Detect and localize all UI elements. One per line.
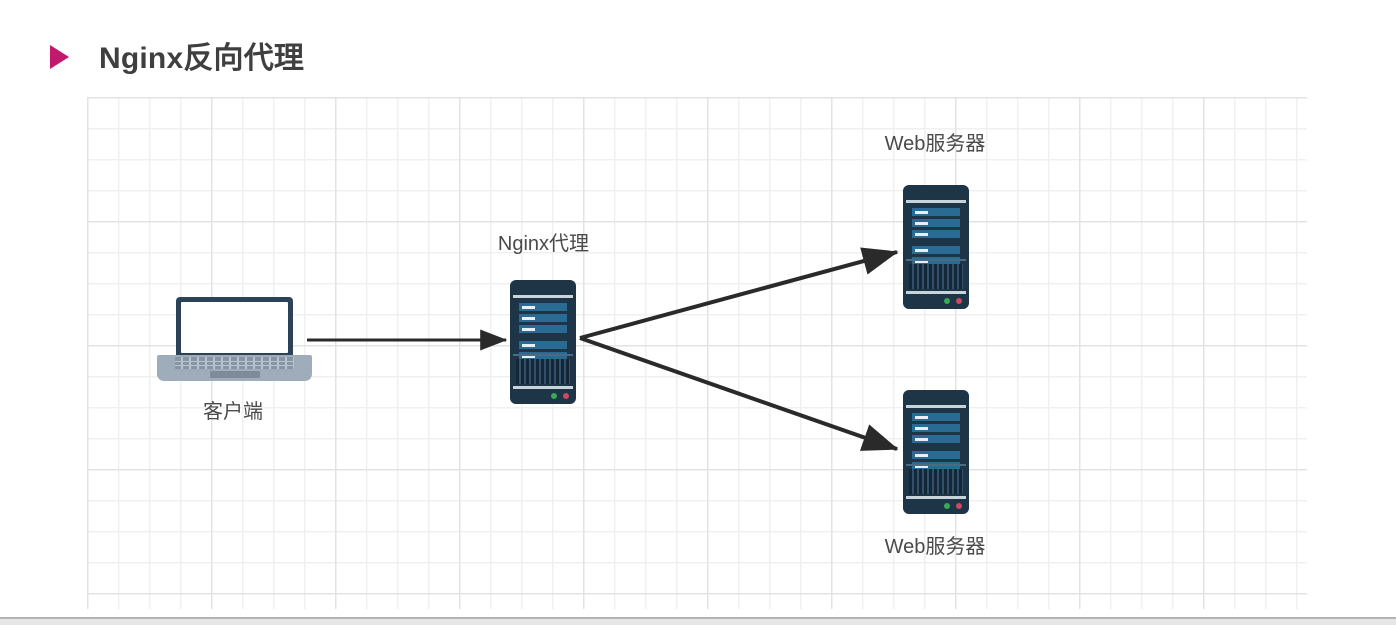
server-drive-bay [912, 424, 960, 432]
server-status-led-ok [551, 393, 557, 399]
node-label-client: 客户端 [203, 401, 263, 423]
page-title: Nginx反向代理 [99, 42, 305, 75]
server-top-strip [906, 405, 966, 408]
laptop-trackpad [210, 371, 260, 378]
server-drive-bay [912, 462, 960, 470]
server-mid-strip [513, 354, 573, 356]
server-drive-bay [519, 352, 567, 360]
server-mid-strip [906, 259, 966, 261]
node-label-web-server-1: Web服务器 [884, 133, 986, 155]
server-status-led-ok [944, 298, 950, 304]
server-vent-grille [909, 469, 963, 494]
node-nginx-proxy[interactable] [510, 280, 576, 404]
server-drive-bay [519, 325, 567, 333]
laptop-key-separator [175, 360, 294, 362]
server-drive-bays [519, 303, 567, 363]
node-label-web-server-2: Web服务器 [884, 536, 986, 558]
node-client[interactable] [157, 297, 312, 387]
slide-header: Nginx反向代理 [0, 0, 1396, 92]
server-drive-bay [912, 435, 960, 443]
server-drive-bay [912, 451, 960, 459]
connection-proxy-to-web1 [579, 247, 899, 340]
diagram-canvas: 客户端 Nginx代理 Web服 [87, 97, 1307, 609]
server-status-led-alert [956, 298, 962, 304]
server-mid-strip [906, 464, 966, 466]
server-drive-bay [912, 219, 960, 227]
server-lower-strip [906, 291, 966, 294]
server-drive-bay [912, 413, 960, 421]
node-web-server-1[interactable] [903, 185, 969, 309]
triangle-right-icon [50, 45, 69, 69]
laptop-lid-icon [176, 297, 293, 357]
server-top-strip [906, 200, 966, 203]
server-status-led-alert [563, 393, 569, 399]
bottom-divider [0, 617, 1396, 619]
server-vent-grille [909, 264, 963, 289]
server-top-strip [513, 295, 573, 298]
server-lower-strip [513, 386, 573, 389]
server-status-led-ok [944, 503, 950, 509]
node-label-nginx-proxy: Nginx代理 [497, 233, 590, 255]
server-drive-bays [912, 208, 960, 268]
server-drive-bay [912, 257, 960, 265]
server-lower-strip [906, 496, 966, 499]
laptop-keyboard [175, 357, 294, 369]
server-status-led-alert [956, 503, 962, 509]
server-drive-bay [519, 314, 567, 322]
laptop-screen [181, 302, 288, 353]
laptop-key-separator [175, 364, 294, 366]
server-drive-bay [912, 208, 960, 216]
server-drive-bay [912, 230, 960, 238]
server-drive-bay [519, 303, 567, 311]
server-drive-bay [912, 246, 960, 254]
server-drive-bays [912, 413, 960, 473]
node-web-server-2[interactable] [903, 390, 969, 514]
connection-proxy-to-web2 [579, 336, 899, 451]
bottom-strip [0, 619, 1396, 625]
server-drive-bay [519, 341, 567, 349]
server-vent-grille [516, 359, 570, 384]
